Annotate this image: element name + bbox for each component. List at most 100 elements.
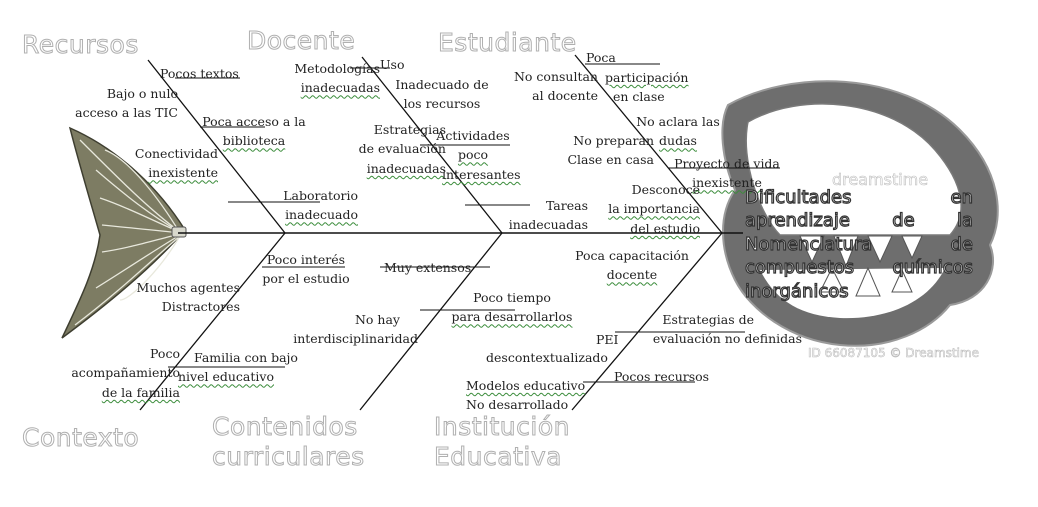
cause-desconoce-line-2: la importancia	[608, 201, 700, 217]
cause-desconoce-line-1: Desconoce	[631, 182, 700, 197]
cause-metodologias-line-1: Metodologías	[294, 61, 380, 76]
category-institucion-line-1: Institución	[434, 412, 570, 442]
category-contenidos-line-1: Contenidos	[212, 412, 358, 442]
cause-poco-interes-line-1: Poco interés	[266, 252, 346, 267]
cause-actividades-poco-interesantes: Actividades poco interesantes	[428, 126, 521, 184]
cause-no-consultan-line-2: al docente	[532, 88, 598, 104]
watermark-id: ID 66087105 © Dreamstime	[808, 346, 980, 361]
cause-familia-bajo-nivel: Familia con bajo nivel educativo	[178, 348, 298, 387]
cause-modelos-line-1: Modelos educativo	[466, 378, 586, 393]
cause-bajo-acceso-tic-line-2: acceso a las TIC	[75, 105, 178, 121]
cause-nohay-line-2: interdisciplinaridad	[293, 331, 418, 347]
cause-muy-extensos: Muy extensos	[384, 260, 472, 275]
cause-inadecuado-recursos: Inadecuado de los recursos	[388, 75, 496, 114]
cause-actividades-line-2: poco	[457, 147, 489, 163]
cause-conectividad-line-2: inexistente	[148, 165, 218, 181]
cause-acompanamiento-line-2: acompañamiento	[71, 365, 180, 381]
cause-no-preparan-clase: No preparan Clase en casa	[546, 131, 654, 170]
cause-acompanamiento-line-3: de la familia	[101, 384, 180, 400]
category-institucion-line-2: Educativa	[434, 442, 562, 472]
cause-bajo-acceso-tic: Bajo o nulo acceso a las TIC	[74, 84, 178, 123]
cause-muchos-line-1: Muchos agentes	[136, 280, 240, 295]
bone-institucion	[571, 232, 723, 411]
cause-participacion-line-3: en clase	[613, 89, 665, 105]
cause-poca-capacitacion-docente: Poca capacitación docente	[566, 246, 698, 285]
bone-contexto	[139, 232, 286, 411]
cause-proyecto-line-1: Proyecto de vida	[674, 156, 780, 171]
watermark-dreamstime: dreamstime	[832, 170, 929, 190]
cause-muchos-agentes-distractores: Muchos agentes Distractores	[118, 278, 240, 317]
category-contexto: Contexto	[21, 423, 140, 453]
skull-head	[721, 80, 999, 347]
cause-laboratorio-inadecuado: Laboratorio inadecuado	[250, 186, 358, 225]
cause-proyecto-line-2: inexistente	[692, 175, 762, 191]
cause-pocos-textos: Pocos textos	[160, 66, 239, 81]
cause-tareas-line-1: Tareas	[545, 198, 588, 213]
cause-tareas-line-2: inadecuadas	[508, 217, 588, 233]
cause-familia-line-1: Familia con bajo	[194, 350, 298, 365]
cause-no-hay-interdisciplinaridad: No hay interdisciplinaridad	[282, 310, 418, 349]
effect-problem-statement: Dificultades en aprendizaje de la Nomenc…	[744, 186, 973, 302]
tail-fin	[61, 126, 187, 339]
cause-poco-tiempo-line-2-text: para desarrollarlos	[451, 309, 573, 325]
cause-poco-acompanamiento-familia: Poco acompañamiento de la familia	[48, 344, 180, 402]
lower-bones	[139, 232, 723, 411]
cause-conectividad-line-1: Conectividad	[134, 146, 218, 161]
cause-bajo-acceso-tic-line-1: Bajo o nulo	[106, 86, 178, 101]
cause-poco-interes-line-2: por el estudio	[262, 271, 350, 287]
cause-participacion-line-2: participación	[605, 70, 689, 85]
cause-laboratorio-line-1: Laboratorio	[283, 188, 358, 203]
category-contenidos-line-2: curriculares	[212, 442, 365, 472]
cause-desconoce-line-3: del estudio	[630, 220, 700, 236]
cause-uso: Uso	[380, 57, 405, 72]
cause-inadecuado-line-1: Inadecuado de	[395, 77, 489, 92]
cause-actividades-line-1: Actividades	[436, 128, 510, 143]
bone-recursos	[147, 59, 286, 234]
category-recursos: Recursos	[22, 30, 139, 60]
cause-poca-participacion-label: Poca	[586, 50, 616, 65]
cause-metodologias-line-2: inadecuadas	[300, 80, 380, 96]
cause-preparan-line-1: No preparan	[573, 133, 654, 148]
cause-tareas-inadecuadas: Tareas inadecuadas	[480, 196, 588, 235]
cause-muchos-line-2: Distractores	[161, 299, 240, 315]
cause-poco-interes-estudio: Poco interés por el estudio	[256, 250, 356, 289]
cause-preparan-line-2: Clase en casa	[567, 152, 654, 168]
category-contenidos-curriculares: Contenidos curriculares	[212, 412, 365, 472]
cause-no-consultan-line-1: No consultan	[513, 69, 598, 84]
cause-modelos-educativo: Modelos educativo No desarrollado	[466, 376, 585, 415]
bone-estudiante	[574, 54, 723, 234]
cause-nohay-line-1: No hay	[354, 312, 400, 327]
cause-acompanamiento-line-1: Poco	[150, 346, 180, 361]
cause-metodologias-inadecuadas: Metodologías inadecuadas	[264, 59, 380, 98]
cause-conectividad-inexistente: Conectividad inexistente	[118, 144, 218, 183]
cause-poco-tiempo-desarrollarlos: Poco tiempo para desarrollarlos	[442, 288, 582, 327]
cause-laboratorio-line-2: inadecuado	[285, 207, 358, 223]
cause-poco-tiempo-line-1: Poco tiempo	[473, 290, 551, 305]
cause-actividades-line-3: interesantes	[442, 166, 521, 182]
cause-capacitacion-line-2: docente	[606, 267, 658, 283]
cause-poca-participacion: participación en clase	[605, 68, 688, 107]
cause-estrategias-line-1: Estrategias	[373, 122, 446, 137]
cause-biblioteca-line-2: biblioteca	[222, 133, 286, 149]
cause-no-consultan-docente: No consultan al docente	[478, 67, 598, 106]
category-estudiante: Estudiante	[438, 28, 577, 58]
category-institucion-educativa: Institución Educativa	[434, 412, 570, 472]
cause-aclara-line-1: No aclara las	[636, 114, 720, 129]
cause-estrategias-line-2: de evaluación	[358, 141, 446, 157]
cause-estrategias-inst-line-1: Estrategias de	[662, 312, 754, 327]
cause-aclara-line-2: dudas	[659, 133, 697, 149]
cause-desconoce-importancia: Desconoce la importancia del estudio	[588, 180, 700, 238]
cause-no-aclara-dudas: No aclara las dudas	[632, 112, 724, 151]
cause-familia-line-2: nivel educativo	[178, 369, 274, 385]
cause-modelos-line-2: No desarrollado	[466, 397, 569, 413]
cause-poco-tiempo-line-2: para desarrollarlos	[442, 307, 582, 326]
cause-capacitacion-line-1: Poca capacitación	[575, 248, 689, 263]
category-docente: Docente	[246, 26, 356, 56]
cause-estrategias-inst-line-2: evaluación no definidas	[652, 331, 802, 347]
cause-estrategias-line-3: inadecuadas	[366, 160, 446, 176]
cause-pei-descontextualizado: descontextualizado	[486, 350, 608, 365]
cause-poca-acceso-biblioteca: Poca acceso a la biblioteca	[195, 112, 313, 151]
cause-pei-label: PEI	[596, 332, 619, 347]
cause-inadecuado-line-2: los recursos	[403, 96, 481, 112]
